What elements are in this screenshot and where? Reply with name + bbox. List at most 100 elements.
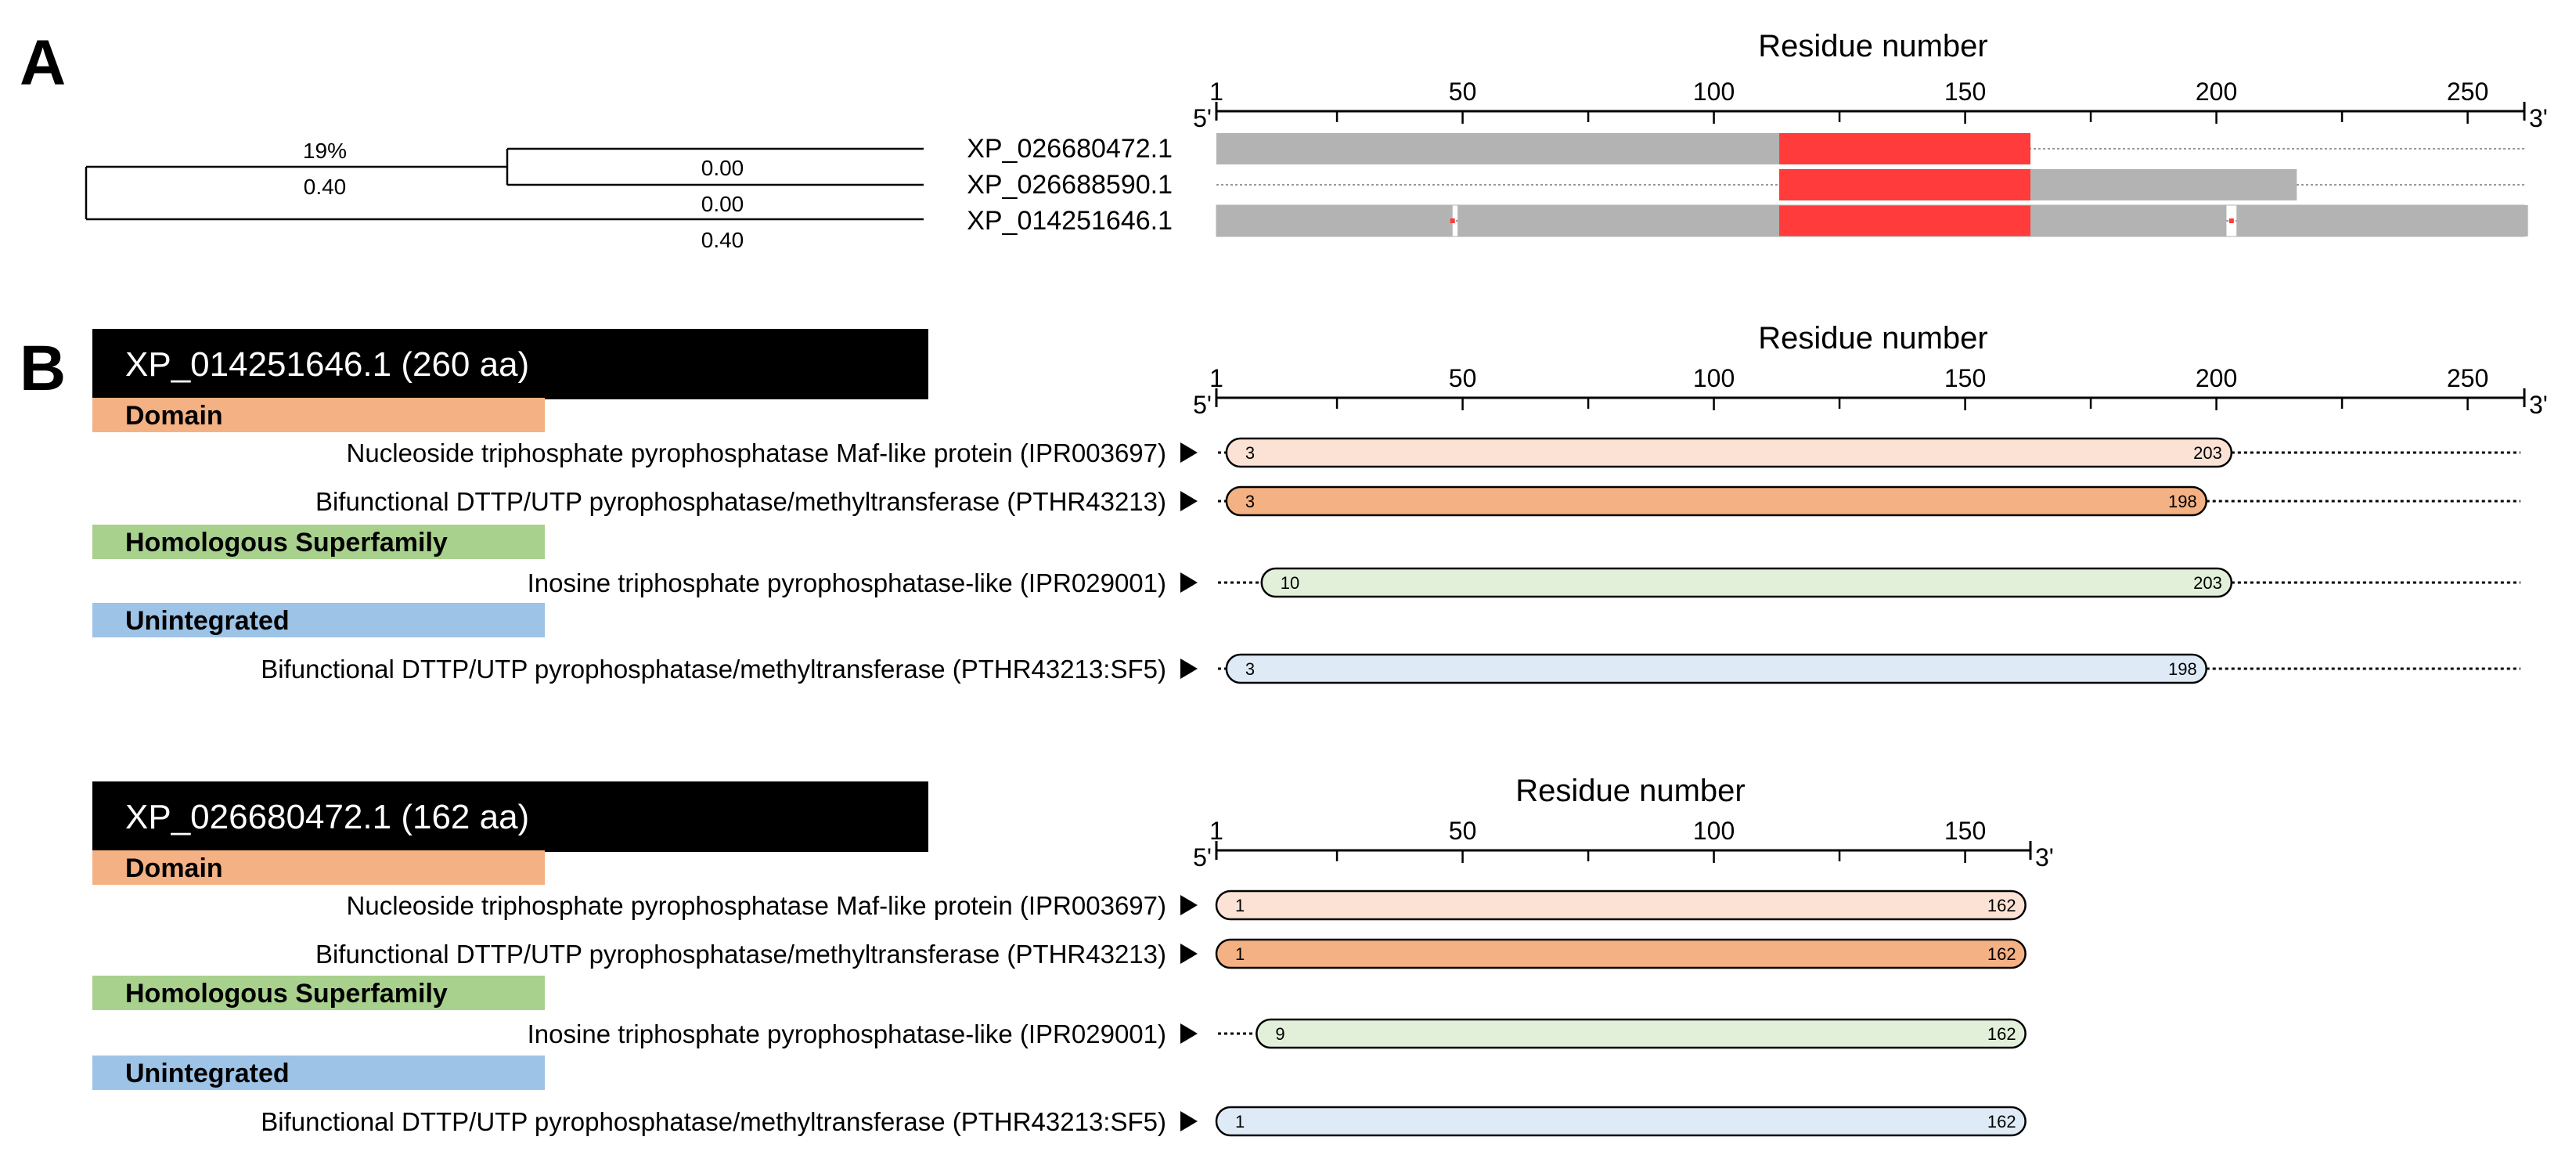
feature-bar: [1215, 890, 2027, 921]
sequence-id-label: XP_026680472.1: [967, 134, 1173, 164]
feature-end-label: 203: [2193, 443, 2222, 463]
axis-tick-label: 100: [1693, 78, 1735, 106]
category-header: [92, 1056, 545, 1090]
axis-tick-label: 50: [1449, 817, 1477, 845]
tree-branch-length: 0.00: [701, 156, 744, 180]
protein-title: XP_026680472.1 (162 aa): [125, 798, 529, 836]
category-label: Unintegrated: [125, 606, 290, 636]
category-label: Homologous Superfamily: [125, 979, 448, 1009]
axis-end-5: 5': [1193, 391, 1212, 419]
feature-end-label: 162: [1987, 896, 2016, 915]
track-outline: [1216, 204, 2525, 237]
feature-arrow: [1180, 944, 1198, 964]
feature-bar: [1260, 567, 2233, 598]
tree-branch-length: 0.00: [701, 192, 744, 216]
feature-arrow: [1180, 895, 1198, 915]
category-header: [92, 398, 545, 432]
category-header: [92, 603, 545, 637]
axis-tick-label: 200: [2196, 78, 2237, 106]
category-label: Unintegrated: [125, 1059, 290, 1088]
axis-title: Residue number: [1758, 321, 1988, 355]
feature-arrow: [1180, 572, 1198, 593]
axis-tick-label: 100: [1693, 364, 1735, 392]
feature-start-label: 3: [1245, 659, 1255, 679]
feature-bar: [1215, 938, 2027, 969]
axis-end-5: 5': [1193, 104, 1212, 132]
phylogenetic-tree: 19% 0.40 0.00 0.00 0.40: [85, 139, 924, 252]
feature-label: Inosine triphosphate pyrophosphatase-lik…: [528, 568, 1166, 597]
conserved-region: [1779, 205, 2031, 236]
category-header: [92, 850, 545, 885]
gap-marker: [1450, 218, 1455, 223]
conserved-region: [1779, 133, 2031, 164]
panel-b: B XP_014251646.1 (260 aa) Residue number 1…: [20, 321, 2548, 1137]
panel-a-axis-title: Residue number: [1758, 29, 1988, 63]
tree-branch-length: 0.40: [701, 228, 744, 252]
feature-label: Nucleoside triphosphate pyrophosphatase …: [347, 438, 1166, 467]
feature-start-label: 10: [1281, 573, 1299, 593]
feature-bar: [1225, 485, 2207, 517]
panel-b-letter: B: [20, 333, 66, 404]
feature-arrow: [1180, 1023, 1198, 1044]
axis-tick-label: 50: [1449, 364, 1477, 392]
axis-tick-label: 150: [1944, 78, 1986, 106]
feature-end-label: 198: [2168, 659, 2197, 679]
feature-label: Bifunctional DTTP/UTP pyrophosphatase/me…: [315, 487, 1166, 516]
axis-tick-label: 150: [1944, 364, 1986, 392]
feature-bar: [1256, 1018, 2027, 1049]
feature-arrow: [1180, 491, 1198, 511]
feature-bar: [1225, 653, 2207, 684]
feature-start-label: 1: [1235, 1112, 1245, 1131]
feature-end-label: 198: [2168, 492, 2197, 511]
tree-support-label: 19%: [303, 139, 347, 163]
protein-title-bar: [92, 781, 928, 852]
sequence-id-label: XP_026688590.1: [967, 170, 1173, 200]
aligned-segment: [2236, 205, 2528, 236]
feature-start-label: 1: [1235, 896, 1245, 915]
category-label: Domain: [125, 401, 223, 431]
axis-tick-label: 150: [1944, 817, 1986, 845]
axis-tick-label: 100: [1693, 817, 1735, 845]
aligned-segment: [1216, 205, 1453, 236]
feature-label: Nucleoside triphosphate pyrophosphatase …: [347, 891, 1166, 920]
axis-tick-label: 1: [1209, 364, 1223, 392]
axis-title: Residue number: [1515, 774, 1746, 808]
feature-start-label: 3: [1245, 443, 1255, 463]
feature-bar: [1225, 437, 2233, 468]
feature-label: Inosine triphosphate pyrophosphatase-lik…: [528, 1019, 1166, 1048]
feature-end-label: 203: [2193, 573, 2222, 593]
feature-label: Bifunctional DTTP/UTP pyrophosphatase/me…: [261, 655, 1166, 684]
axis-tick-label: 1: [1209, 78, 1223, 106]
category-label: Domain: [125, 853, 223, 883]
axis-tick-label: 1: [1209, 817, 1223, 845]
aligned-segment: [1216, 133, 1780, 164]
feature-end-label: 162: [1987, 1024, 2016, 1044]
gap-marker: [2228, 218, 2234, 223]
category-label: Homologous Superfamily: [125, 528, 448, 558]
feature-arrow: [1180, 659, 1198, 679]
feature-bar: [1215, 1106, 2027, 1137]
feature-arrow: [1180, 1111, 1198, 1131]
axis-tick-label: 250: [2447, 364, 2488, 392]
conserved-region: [1779, 169, 2031, 200]
axis-end-3: 3': [2035, 843, 2054, 872]
sequence-id-label: XP_014251646.1: [967, 206, 1173, 236]
feature-start-label: 1: [1235, 944, 1245, 964]
feature-arrow: [1180, 442, 1198, 463]
category-header: [92, 976, 545, 1010]
feature-label: Bifunctional DTTP/UTP pyrophosphatase/me…: [315, 940, 1166, 969]
protein-title-bar: [92, 329, 928, 399]
axis-tick-label: 50: [1449, 78, 1477, 106]
axis-end-3: 3': [2529, 104, 2548, 132]
axis-end-5: 5': [1193, 843, 1212, 872]
axis-end-3: 3': [2529, 391, 2548, 419]
feature-label: Bifunctional DTTP/UTP pyrophosphatase/me…: [261, 1107, 1166, 1136]
feature-end-label: 162: [1987, 1112, 2016, 1131]
axis-tick-label: 250: [2447, 78, 2488, 106]
protein-title: XP_014251646.1 (260 aa): [125, 345, 529, 384]
